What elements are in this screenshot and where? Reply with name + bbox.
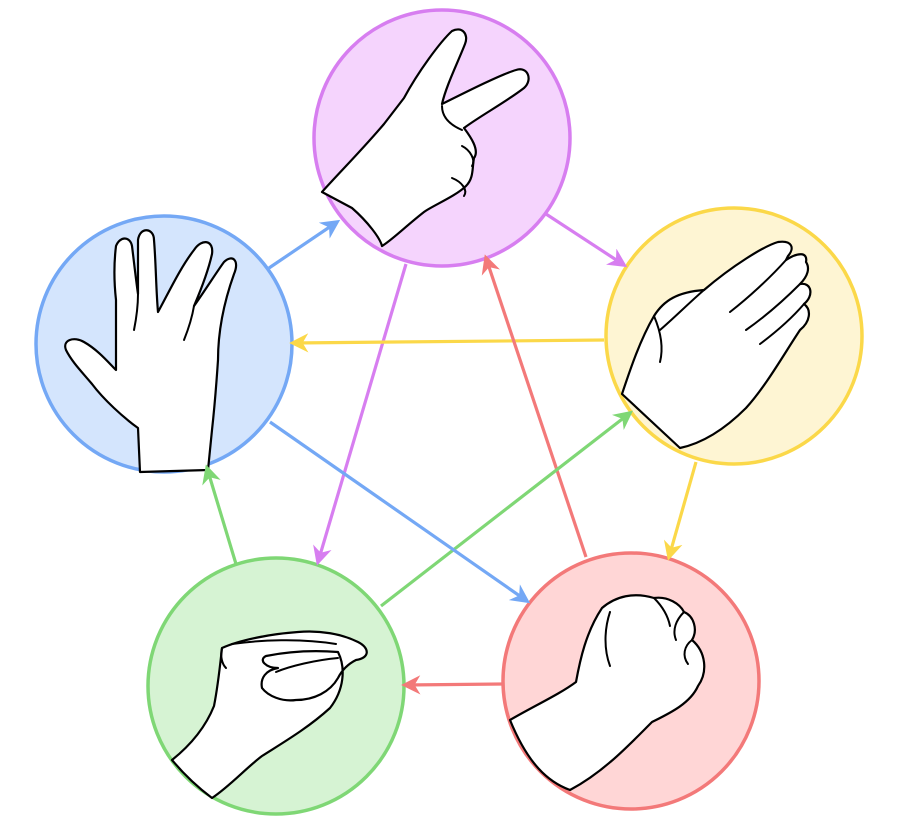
rock-node	[501, 551, 761, 811]
arrow-spock-to-scissors	[268, 219, 341, 270]
scissors-node	[312, 8, 572, 268]
arrow-lizard-to-paper	[380, 410, 634, 608]
beats-arrows	[202, 212, 698, 695]
scissors-hand-icon	[320, 28, 530, 248]
arrow-lizard-to-spock	[202, 464, 238, 565]
rock-fist-icon	[508, 594, 706, 792]
arrow-paper-to-spock	[289, 333, 605, 353]
spock-node	[34, 214, 294, 474]
arrow-spock-to-rock	[269, 420, 531, 604]
spock-vulcan-salute-icon	[64, 229, 238, 474]
arrow-scissors-to-lizard	[313, 263, 408, 566]
lizard-node	[146, 556, 406, 816]
arrow-paper-to-rock	[663, 461, 698, 561]
arrow-rock-to-scissors	[481, 254, 588, 558]
lizard-hand-icon	[170, 630, 368, 800]
paper-hand-icon	[620, 240, 812, 450]
arrow-scissors-to-paper	[545, 212, 628, 268]
arrow-rock-to-lizard	[401, 675, 504, 695]
paper-node	[604, 206, 864, 466]
